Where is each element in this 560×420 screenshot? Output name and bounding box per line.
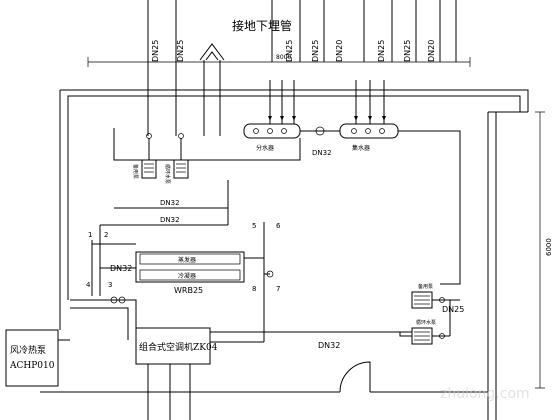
svg-text:循环水泵: 循环水泵 [416, 319, 436, 326]
svg-text:2: 2 [104, 231, 108, 239]
dim-right-label: 6000 [545, 238, 553, 256]
svg-text:8: 8 [252, 285, 256, 293]
right-pump-group: 备用泵 循环水泵 DN25 [411, 283, 464, 345]
left-valves: 1 2 4 3 [86, 225, 136, 296]
svg-text:7: 7 [276, 285, 280, 293]
top-dimension: 8000 [87, 54, 471, 67]
svg-text:5: 5 [252, 222, 256, 230]
top-pipes: DN25 DN25 DN25 DN25 DN20 DN25 DN25 DN20 [147, 0, 457, 136]
svg-text:备用泵: 备用泵 [132, 164, 139, 179]
svg-text:冷凝器: 冷凝器 [178, 272, 196, 280]
pipe-label-3: DN25 [285, 40, 294, 62]
svg-text:备用泵: 备用泵 [418, 283, 433, 290]
svg-text:分水器: 分水器 [256, 144, 274, 152]
right-header-pipe [398, 130, 461, 285]
left-pump-group: 备用泵 循环水泵 [132, 133, 189, 184]
jishuiqi-manifold: 集水器 [339, 80, 399, 152]
lower-piping [70, 296, 265, 343]
svg-text:4: 4 [86, 281, 91, 289]
dn25-right-label: DN25 [442, 305, 464, 314]
dim-top-label: 8000 [276, 54, 291, 61]
pipe-label-7: DN25 [403, 40, 412, 62]
fenshuiqi-manifold: 分水器 [243, 80, 301, 152]
title-text: 接地下埋管 [232, 18, 292, 33]
right-dimension: 6000 [535, 111, 553, 389]
dn32-upper-label: DN32 [160, 199, 180, 207]
svg-text:集水器: 集水器 [352, 144, 370, 152]
svg-text:蒸发器: 蒸发器 [178, 256, 196, 264]
pipe-label-2: DN25 [176, 40, 185, 62]
svg-text:6: 6 [276, 222, 281, 230]
svg-text:1: 1 [88, 231, 92, 239]
right-valves: 5 6 8 7 [244, 222, 281, 300]
pipe-label-1: DN25 [151, 40, 160, 62]
pipe-label-6: DN25 [377, 40, 386, 62]
svg-text:DN32: DN32 [312, 149, 332, 157]
manifold-link: DN32 [300, 126, 340, 157]
watermark: zhulong.com [440, 386, 530, 402]
svg-text:ACHP010: ACHP010 [9, 361, 55, 371]
svg-text:3: 3 [108, 281, 112, 289]
wrb-heat-exchanger: 蒸发器 冷凝器 WRB25 [135, 251, 245, 295]
pipe-label-4: DN25 [311, 40, 320, 62]
svg-text:循环水泵: 循环水泵 [164, 164, 171, 184]
dn32-lower-label: DN32 [160, 216, 180, 224]
upper-return-pipe [113, 128, 301, 161]
svg-text:组合式空调机ZK04: 组合式空调机ZK04 [139, 341, 218, 353]
pipe-label-5: DN20 [335, 40, 344, 62]
ground-pipe-arrows [199, 43, 225, 136]
svg-text:WRB25: WRB25 [174, 286, 203, 295]
ahu-unit: 组合式空调机ZK04 [135, 327, 218, 420]
building-outline [40, 89, 529, 420]
heat-pump-unit: 风冷热泵 ACHP010 [5, 329, 70, 387]
svg-text:风冷热泵: 风冷热泵 [10, 344, 46, 356]
pipe-label-8: DN20 [427, 40, 436, 62]
dn32-bottom-label: DN32 [318, 341, 340, 350]
